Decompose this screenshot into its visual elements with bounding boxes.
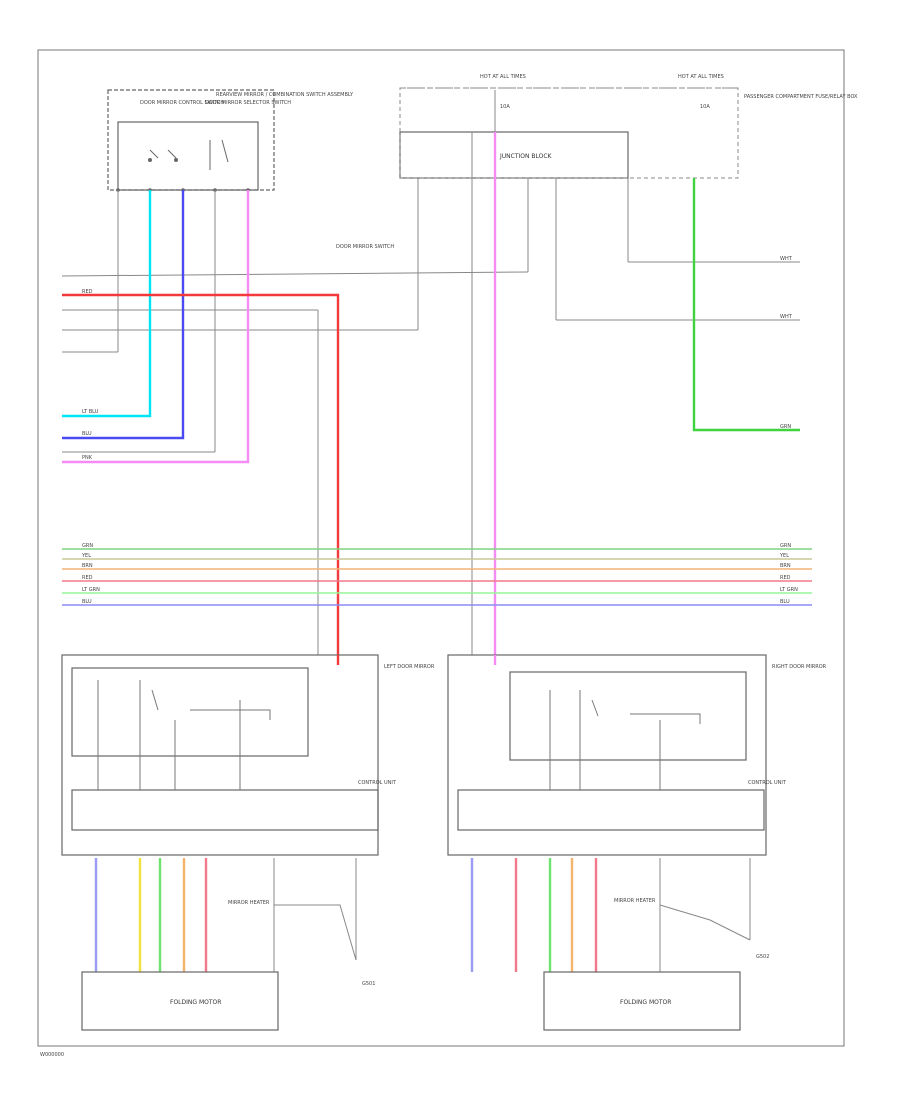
left-ground-label: G501 [362,981,375,987]
switch-contacts-icon [148,139,229,170]
power-left-heading: HOT AT ALL TIMES [480,74,526,80]
left-bottom-thin [273,858,357,972]
left-mirror-inner [71,667,309,757]
svg-text:GRN: GRN [780,543,791,549]
svg-text:BLU: BLU [780,599,790,605]
wire-magenta [62,190,250,464]
wire-cyan [62,190,152,418]
left-harness-wires [61,190,529,655]
right-ground-label: G502 [756,954,769,960]
left-label-pnk: PNK [82,455,93,461]
svg-text:YEL: YEL [779,553,789,559]
left-heater-label: MIRROR HEATER [228,900,270,906]
left-label-ltblu: LT BLU [82,409,99,415]
left-control-row [71,789,379,831]
right-mirror-inner [509,671,747,761]
right-label-wht-b: WHT [780,314,793,320]
right-mirror-internal [549,690,701,790]
svg-text:RED: RED [82,575,93,581]
right-mirror-unit-label: RIGHT DOOR MIRROR [772,664,827,670]
left-mirror-unit-box [61,654,379,856]
wire-blue [62,190,185,440]
power-right-heading: HOT AT ALL TIMES [678,74,724,80]
top-switch-b-label: DOOR MIRROR SELECTOR SWITCH [205,100,291,106]
bus-labels-right: GRN YEL BRN RED LT GRN BLU [779,543,798,605]
top-switch-block-label: REARVIEW MIRROR / COMBINATION SWITCH ASS… [216,92,354,98]
left-control-label: CONTROL UNIT [358,780,397,786]
bus-lines [62,548,812,606]
left-label-blu: BLU [82,431,92,437]
right-top-note: PASSENGER COMPARTMENT FUSE/RELAY BOX [744,94,858,100]
right-mirror-unit-box [447,654,767,856]
right-label-wht-a: WHT [780,256,793,262]
svg-text:BRN: BRN [82,563,93,569]
left-motor-label: FOLDING MOTOR [170,999,221,1006]
right-control-row [457,789,765,831]
wire-green-top [692,178,800,432]
junction-wires [417,90,800,655]
svg-text:GRN: GRN [82,543,93,549]
right-bottom-thin [659,858,751,972]
svg-text:YEL: YEL [81,553,91,559]
bus-labels-left: GRN YEL BRN RED LT GRN BLU [81,543,100,605]
svg-text:BRN: BRN [780,563,791,569]
svg-text:LT GRN: LT GRN [780,587,798,593]
right-control-label: CONTROL UNIT [748,780,787,786]
top-switch-a-label: DOOR MIRROR CONTROL SWITCH [140,100,224,106]
left-label-red: RED [82,289,93,295]
left-mirror-unit-label: LEFT DOOR MIRROR [384,664,435,670]
right-heater-label: MIRROR HEATER [614,898,656,904]
power-left-fuse: 10A [500,104,510,110]
top-switch-inner [117,121,259,191]
wire-red [62,293,340,655]
diagram-frame [37,49,845,1047]
right-motor-label: FOLDING MOTOR [620,999,671,1006]
svg-text:LT GRN: LT GRN [82,587,100,593]
left-motor-box [81,971,279,1031]
left-mirror-internal [97,680,271,790]
right-motor-box [543,971,741,1031]
mirror-switch-mid-label: DOOR MIRROR SWITCH [336,244,394,250]
footer-code: W000000 [40,1052,64,1058]
svg-text:RED: RED [780,575,791,581]
right-label-grn: GRN [780,424,791,430]
power-right-fuse: 10A [700,104,710,110]
right-fusebox [399,87,739,179]
svg-text:BLU: BLU [82,599,92,605]
junction-block-label: JUNCTION BLOCK [499,153,553,160]
